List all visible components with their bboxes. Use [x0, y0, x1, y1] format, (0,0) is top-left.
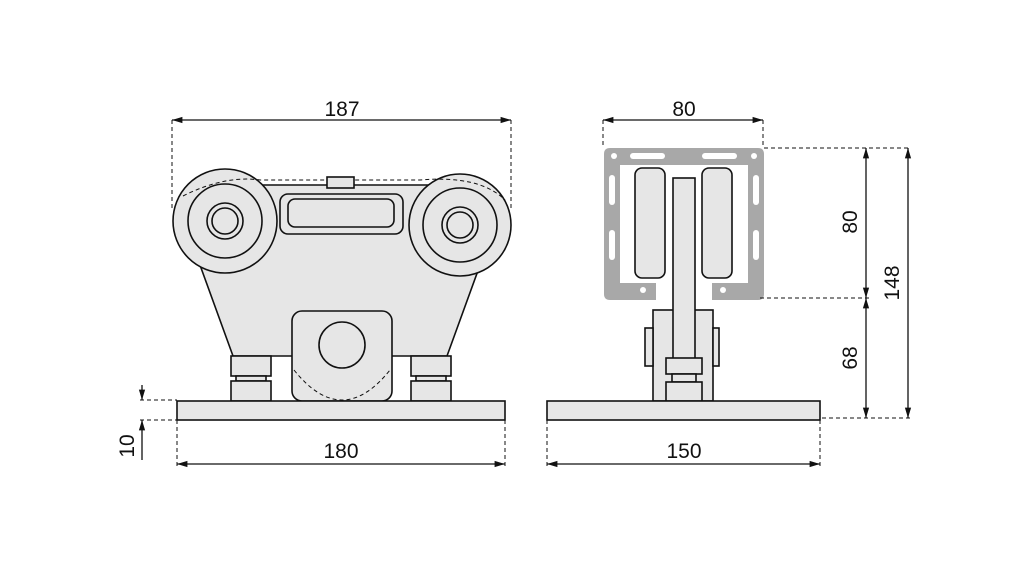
top-nut [326, 176, 355, 189]
dim-lower-height: 68 [839, 346, 862, 369]
dim-side-base-width: 150 [666, 440, 701, 463]
right-wheel [408, 173, 512, 277]
dim-front-base-width: 180 [323, 440, 358, 463]
side-wheel-left [634, 167, 666, 279]
left-nuts [230, 355, 272, 402]
dim-side-top-width: 80 [672, 98, 695, 121]
front-view [172, 168, 512, 421]
mounting-bracket [604, 148, 764, 300]
dimensions: 187 180 10 80 150 80 68 148 [116, 98, 912, 468]
side-base-plate [546, 400, 821, 421]
side-wheel-right [701, 167, 733, 279]
axle-bolt [318, 321, 366, 369]
base-plate [176, 400, 506, 421]
dim-base-thickness: 10 [116, 434, 139, 457]
side-view [546, 148, 821, 421]
dim-upper-height: 80 [839, 210, 862, 233]
right-nuts [410, 355, 452, 402]
dim-total-height: 148 [881, 265, 904, 300]
dim-front-top-width: 187 [324, 98, 359, 121]
